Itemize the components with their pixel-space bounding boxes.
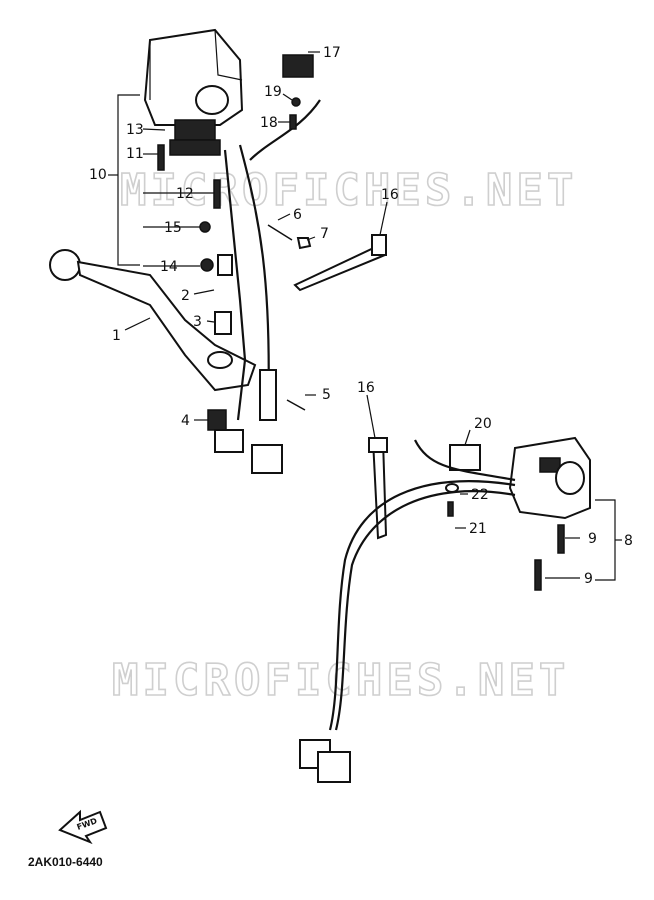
forward-arrow-icon: FWD <box>58 809 108 845</box>
callout-11: 11 <box>126 146 144 162</box>
callout-13: 13 <box>126 122 144 138</box>
callout-17: 17 <box>323 45 341 61</box>
left-cable-1 <box>223 149 247 421</box>
part-21-screw <box>447 501 454 517</box>
part-18-screw <box>289 114 297 130</box>
right-connector-b <box>317 751 351 783</box>
left-connector-b <box>251 444 283 474</box>
part-5-screw <box>286 399 306 411</box>
right-harness <box>328 480 516 731</box>
left-cable-3 <box>249 99 321 161</box>
callout-8: 8 <box>624 533 633 549</box>
callout-7: 7 <box>320 226 329 242</box>
callout-6: 6 <box>293 207 302 223</box>
callout-12: 12 <box>176 186 194 202</box>
callout-9b: 9 <box>584 571 593 587</box>
callout-2: 2 <box>181 288 190 304</box>
part-6-bolt <box>267 224 293 241</box>
callout-9a: 9 <box>588 531 597 547</box>
bracket-10 <box>117 94 140 266</box>
left-cable-sleeve <box>259 369 277 421</box>
watermark-top: MICROFICHES.NET <box>120 165 577 216</box>
callout-22: 22 <box>471 487 489 503</box>
callout-5: 5 <box>322 387 331 403</box>
part-9-screw-a <box>557 524 565 554</box>
right-wire-short <box>414 439 516 482</box>
callout-20: 20 <box>474 416 492 432</box>
part-17-relay <box>282 54 314 78</box>
clutch-lever <box>49 249 257 392</box>
nut-part-4 <box>207 409 227 431</box>
callout-3: 3 <box>193 314 202 330</box>
part-19-washer <box>291 97 301 107</box>
collar-part-3 <box>214 311 232 335</box>
callout-18-19: 19 <box>264 84 282 100</box>
part-12-screw <box>213 179 221 209</box>
part-11-screw <box>157 144 165 171</box>
bolt-part-2 <box>217 254 233 276</box>
callout-18: 18 <box>260 115 278 131</box>
callout-4: 4 <box>181 413 190 429</box>
part-7-nut <box>296 237 312 250</box>
cable-tie-head-top <box>371 234 387 256</box>
left-switch-housing <box>143 28 244 156</box>
bracket-8 <box>595 499 616 581</box>
callout-21: 21 <box>469 521 487 537</box>
right-harness-outer <box>334 490 516 731</box>
callout-16b: 16 <box>357 380 375 396</box>
callout-1: 1 <box>112 328 121 344</box>
callout-14: 14 <box>160 259 178 275</box>
left-connector-a <box>214 429 244 453</box>
callout-16a: 16 <box>381 187 399 203</box>
part-14-bolt <box>200 258 214 272</box>
callout-15: 15 <box>164 220 182 236</box>
cable-tie-head-lower <box>368 437 388 453</box>
right-switch-housing <box>508 436 591 520</box>
part-15-nut <box>199 221 211 233</box>
catalog-code: 2AK010-6440 <box>28 855 103 869</box>
callout-10: 10 <box>89 167 107 183</box>
part-20-switch <box>449 444 481 471</box>
watermark-bottom: MICROFICHES.NET <box>112 655 569 706</box>
part-9-screw-b <box>534 559 542 591</box>
